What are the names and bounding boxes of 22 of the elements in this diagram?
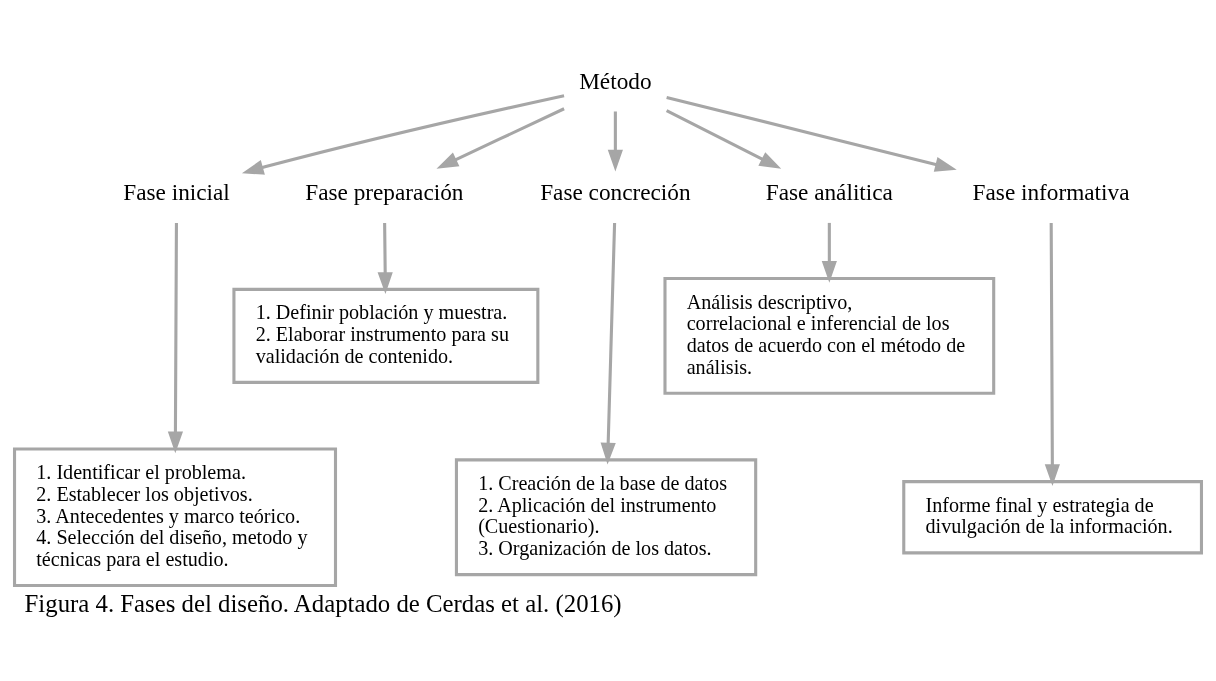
node-box: Análisis descriptivo, correlacional e inferencial de los datos de acuerdo con el método de análisis. [663,276,996,395]
node-box: Informe final y estrategia de divulgación de la información. [902,480,1203,555]
node-text: Fase análitica [765,179,893,206]
node-box: 1. Definir población y muestra. 2. Elaborar instrumento para su validación de contenido. [232,287,540,384]
arrow [607,111,623,172]
node-text: Método [579,67,652,94]
arrow [821,222,837,283]
node-text: Fase informativa [972,179,1130,206]
node-text: Fase inicial [123,179,230,206]
arrow [1044,223,1060,486]
arrow [241,94,565,175]
arrow [377,222,393,294]
node-box: 1. Creación de la base de datos 2. Aplicación del instrumento (Cuestionario). 3. Organización de los datos. [454,458,758,577]
node-text: Fase preparación [305,179,464,206]
node-box: 1. Identificar el problema. 2. Establecer los objetivos. 3. Antecedentes y marco teórico. 4. Selección del diseño, metodo y técnicas para el estudio. [12,447,338,588]
node-text: Fase concreción [540,179,691,206]
caption: Figura 4. Fases del diseño. Adaptado de Cerdas et al. (2016) [24,589,622,617]
arrow [167,223,184,454]
arrow [665,109,782,169]
arrow [666,95,957,172]
arrow [600,222,617,465]
arrow [436,107,565,169]
